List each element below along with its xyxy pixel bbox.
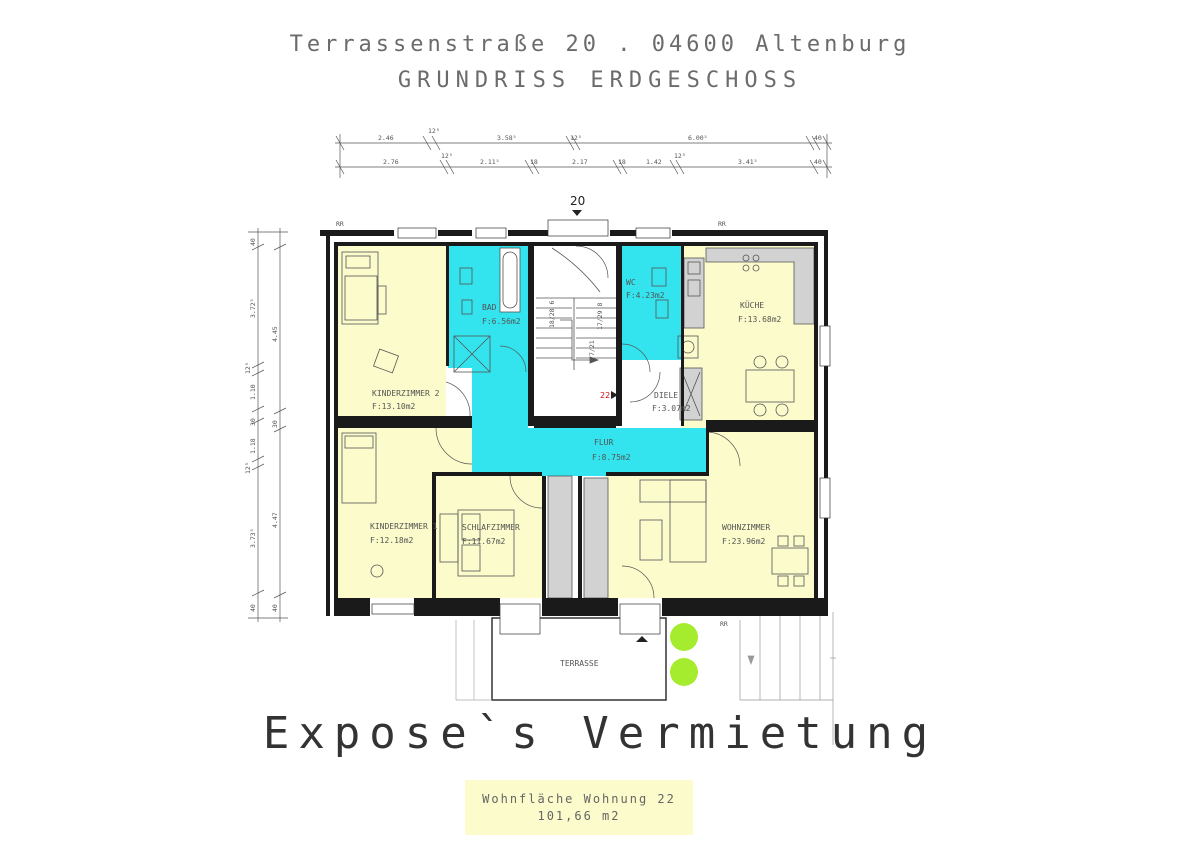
- dim-label: 40: [249, 238, 257, 246]
- rr-markers: RR RR RR: [336, 220, 728, 628]
- room-area-kinderzimmer1: F:12.18m2: [370, 536, 414, 545]
- room-label-kinderzimmer1: KINDERZIMMER 1: [370, 522, 438, 531]
- dim-label: 40: [814, 158, 822, 166]
- trees: [670, 623, 698, 686]
- dim-label: 12⁵: [441, 152, 453, 160]
- dim-label: 12⁵: [244, 362, 252, 374]
- room-label-diele: DIELE: [654, 391, 678, 400]
- dim-label: 3.72⁵: [249, 298, 257, 318]
- dimension-labels-left: 40 3.72⁵ 12⁵ 1.10 30 1.18 12⁵ 3.73⁵ 40 4…: [244, 238, 279, 612]
- dim-label: 12⁵: [674, 152, 686, 160]
- rr-label: RR: [720, 620, 728, 628]
- dim-label: 12⁵: [570, 134, 582, 142]
- dim-label: 1.10: [249, 384, 257, 400]
- living-area-box: Wohnfläche Wohnung 22 101,66 m2: [465, 780, 693, 835]
- rr-label: RR: [718, 220, 726, 228]
- dimension-chain-top: [335, 134, 832, 178]
- room-labels: KINDERZIMMER 2 F:13.10m2 BAD F:6.56m2 WC…: [370, 278, 782, 546]
- room-label-schlafzimmer: SCHLAFZIMMER: [462, 523, 520, 532]
- plan-title: GRUNDRISS ERDGESCHOSS: [397, 68, 803, 93]
- room-area-wohnzimmer: F:23.96m2: [722, 537, 766, 546]
- room-area-kueche: F:13.68m2: [738, 315, 782, 324]
- living-area-label: Wohnfläche Wohnung 22: [482, 792, 676, 806]
- living-area-value: 101,66 m2: [537, 809, 621, 823]
- dim-label: 40: [271, 604, 279, 612]
- room-label-bad: BAD: [482, 303, 497, 312]
- room-area-diele: F:3.07m2: [652, 404, 691, 413]
- dim-label: 18: [530, 158, 538, 166]
- dimension-labels-top: 2.46 12⁵ 3.58⁵ 12⁵ 6.00⁵ 40 2.76 12⁵ 2.1…: [378, 127, 822, 166]
- stairwell: [536, 247, 616, 370]
- dim-label: 4.47: [271, 512, 279, 528]
- stair-label-left: 18/28 6: [548, 301, 556, 328]
- dim-label: 3.73⁵: [249, 528, 257, 548]
- dim-label: 6.00⁵: [688, 134, 708, 142]
- dim-label: 2.17: [572, 158, 588, 166]
- stair-label-landing: 7/21: [588, 340, 596, 356]
- room-label-kueche: KÜCHE: [740, 300, 764, 310]
- furniture: [341, 247, 815, 599]
- dim-label: 3.58⁵: [497, 134, 517, 142]
- stair-label-right: 17/29 8: [596, 303, 604, 330]
- dim-label: 1.18: [249, 438, 257, 454]
- room-label-wohnzimmer: WOHNZIMMER: [722, 523, 770, 532]
- dim-label: 3.41⁵: [738, 158, 758, 166]
- entrance-marker: 20: [570, 194, 585, 216]
- room-area-wc: F:4.23m2: [626, 291, 665, 300]
- dim-label: 1.42: [646, 158, 662, 166]
- walls: [320, 230, 828, 616]
- room-label-flur: FLUR: [594, 438, 613, 447]
- windows: [371, 219, 831, 635]
- dim-label: 12⁵: [244, 462, 252, 474]
- unit-marker: 22: [600, 391, 618, 400]
- room-label-wc: WC: [626, 278, 636, 287]
- expose-title: Expose`s Vermietung: [262, 708, 938, 759]
- unit-number: 22: [600, 391, 610, 400]
- room-label-terrasse: TERRASSE: [560, 659, 599, 668]
- dim-label: 30: [271, 420, 279, 428]
- door-swings: [435, 245, 741, 599]
- house-number: 20: [570, 194, 585, 208]
- dim-label: 2.46: [378, 134, 394, 142]
- dim-label: 12⁵: [428, 127, 440, 135]
- dim-label: 4.45: [271, 326, 279, 342]
- exterior-steps: [739, 612, 836, 745]
- dim-label: 30: [249, 418, 257, 426]
- room-area-bad: F:6.56m2: [482, 317, 521, 326]
- room-area-flur: F:8.75m2: [592, 453, 631, 462]
- dim-label: 40: [814, 134, 822, 142]
- address-heading: Terrassenstraße 20 . 04600 Altenburg: [289, 32, 911, 57]
- dim-label: 40: [249, 604, 257, 612]
- dim-label: 2.76: [383, 158, 399, 166]
- room-area-kinderzimmer2: F:13.10m2: [372, 402, 416, 411]
- rr-label: RR: [336, 220, 344, 228]
- entrance-arrow-icon: [636, 636, 648, 642]
- room-label-kinderzimmer2: KINDERZIMMER 2: [372, 389, 440, 398]
- dim-label: 18: [618, 158, 626, 166]
- dimension-chain-left: [248, 228, 288, 622]
- room-area-schlafzimmer: F:11.67m2: [462, 537, 506, 546]
- stair-labels: 18/28 6 17/29 8 7/21: [548, 301, 604, 356]
- dim-label: 2.11⁵: [480, 158, 500, 166]
